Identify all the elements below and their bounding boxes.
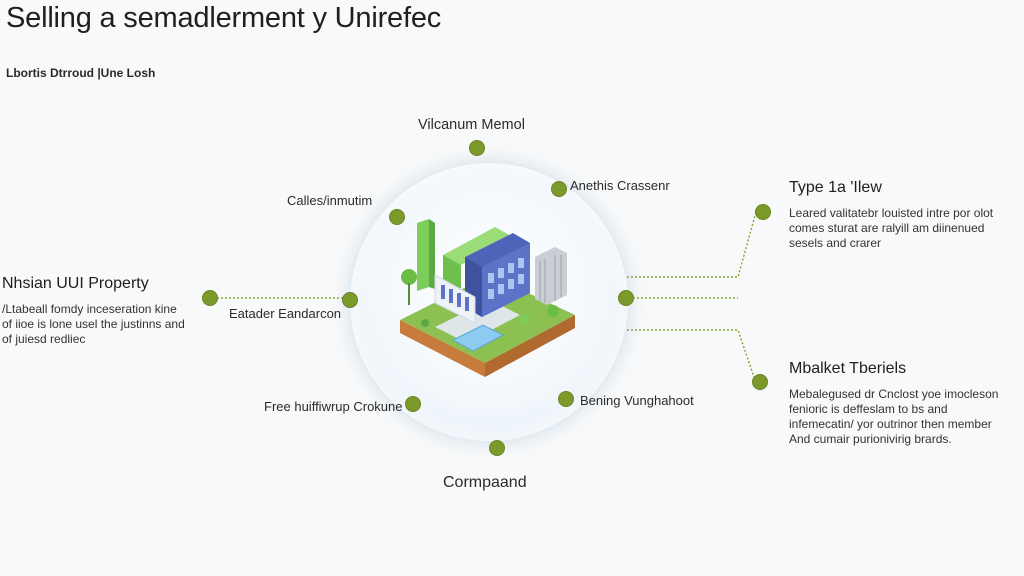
left-panel-body: /Ltabeall fomdy inceseration kine of iio… <box>2 302 185 346</box>
node-label-bottom: Cormpaand <box>443 474 527 491</box>
connector-right-top <box>627 211 757 278</box>
right-top-heading: Type 1a 'Ilew <box>789 179 882 196</box>
node-dot-upper-left[interactable] <box>389 209 405 225</box>
node-dot-top[interactable] <box>469 140 485 156</box>
node-dot-right[interactable] <box>618 290 634 306</box>
page-subtitle: Lbortis Dtrroud |Une Losh <box>6 66 156 80</box>
right-bottom-heading: Mbalket Tberiels <box>789 360 907 377</box>
right-bottom-body: Mebalegused dr Cnclost yoe imocleson fen… <box>789 387 999 446</box>
node-dot-lower-right[interactable] <box>558 391 574 407</box>
connector-dot-left[interactable] <box>202 290 218 306</box>
connector-dot-right-top[interactable] <box>755 204 771 220</box>
node-label-lower-right: Bening Vunghahoot <box>580 393 694 408</box>
node-label-upper-right: Anethis Crassenr <box>570 178 670 193</box>
node-label-left: Eatader Eandarcon <box>229 306 342 321</box>
node-dot-upper-right[interactable] <box>551 181 567 197</box>
node-label-top: Vilcanum Memol <box>418 117 525 133</box>
node-dot-left[interactable] <box>342 292 358 308</box>
right-top-body: Leared valitatebr louisted intre por olo… <box>789 206 994 250</box>
node-dot-lower-left[interactable] <box>405 396 421 412</box>
connector-dot-right-bottom[interactable] <box>752 374 768 390</box>
node-label-lower-left: Free huiffiwrup Crokune <box>264 399 403 414</box>
page-title: Selling a semadlerment y Unirefec <box>6 2 442 34</box>
left-panel-heading: Nhsian UUI Property <box>2 275 149 292</box>
node-label-upper-left: Calles/inmutim <box>287 193 373 208</box>
building-illustration <box>400 219 575 377</box>
connector-right-bottom <box>627 329 756 381</box>
node-dot-bottom[interactable] <box>489 440 505 456</box>
